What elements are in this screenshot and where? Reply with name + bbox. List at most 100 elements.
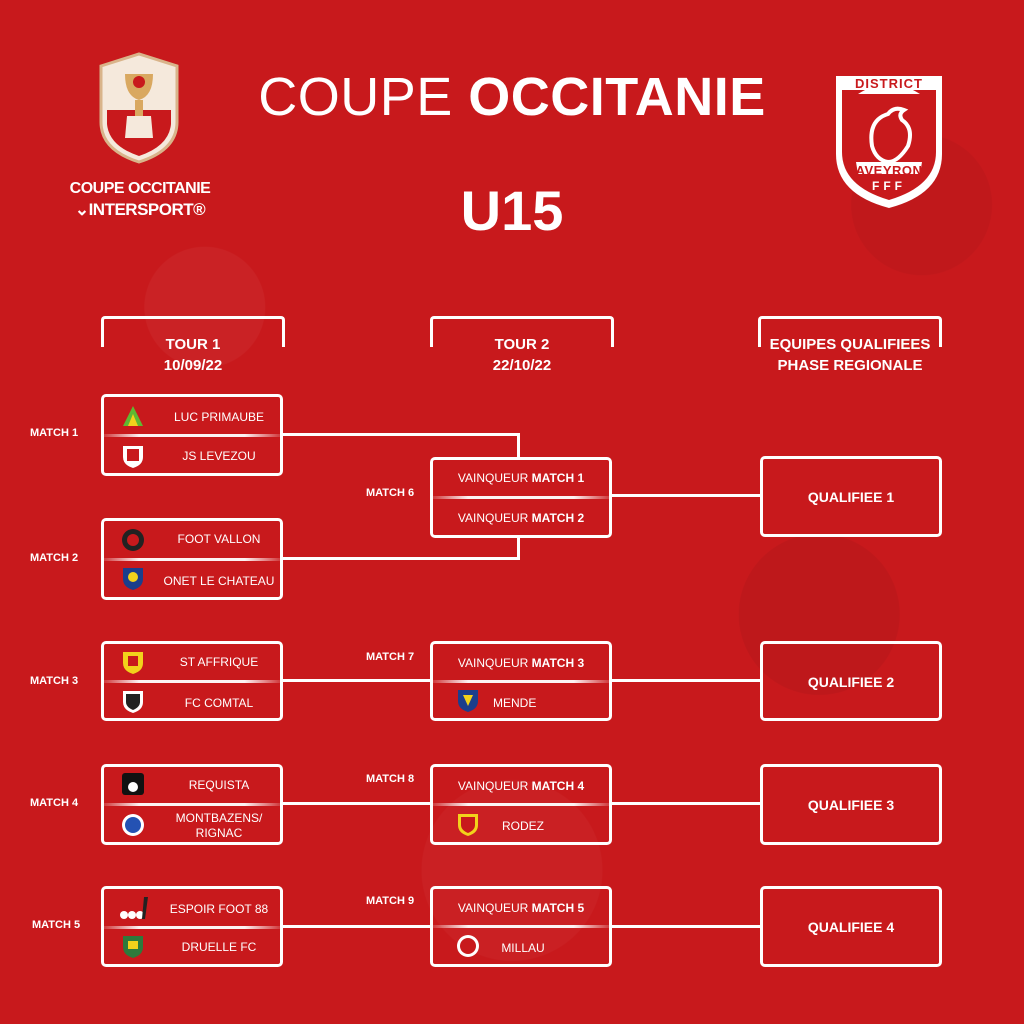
right-logo-top: DISTRICT: [855, 76, 923, 91]
winner-line: VAINQUEUR MATCH 5: [433, 901, 609, 915]
connector-line: [517, 433, 520, 459]
team-name: FC COMTAL: [184, 696, 254, 710]
coupe-occitanie-logo: COUPE OCCITANIE ⌄INTERSPORT®: [60, 52, 220, 222]
match-3-label: MATCH 3: [30, 675, 79, 687]
winner-match: MATCH 4: [531, 779, 585, 793]
match-5-label: MATCH 5: [32, 919, 81, 931]
foot-vallon-crest-icon: [122, 529, 144, 551]
tour2-title: TOUR 2: [494, 336, 550, 353]
page-title: COUPE OCCITANIE: [0, 66, 1024, 128]
qualified-sub: PHASE REGIONALE: [777, 357, 923, 374]
tour2-header: TOUR 2 22/10/22: [430, 334, 614, 376]
match-4-label: MATCH 4: [30, 797, 79, 809]
winner-prefix: VAINQUEUR: [457, 779, 532, 793]
tour2-header-bracket: [430, 316, 614, 347]
match-2-box: FOOT VALLON ONET LE CHATEAU: [101, 518, 283, 600]
winner-line: VAINQUEUR MATCH 3: [433, 656, 609, 670]
connector-line: [612, 925, 762, 928]
team-name: DRUELLE FC: [181, 940, 257, 954]
qualified-title: EQUIPES QUALIFIEES: [769, 336, 931, 353]
tour2-date: 22/10/22: [492, 357, 552, 374]
match-9-box: VAINQUEUR MATCH 5 MILLAU: [430, 886, 612, 967]
match-4-box: REQUISTA MONTBAZENS/ RIGNAC: [101, 764, 283, 845]
match-7-label: MATCH 7: [366, 651, 415, 663]
left-logo-brand: INTERSPORT: [88, 200, 194, 219]
page-subtitle: U15: [460, 179, 564, 242]
match-2-label: MATCH 2: [30, 552, 79, 564]
team-name: ESPOIR FOOT 88: [169, 902, 269, 916]
connector-line: [282, 433, 520, 436]
match-8-box: VAINQUEUR MATCH 4 RODEZ: [430, 764, 612, 845]
team-name: MONTBAZENS/ RIGNAC: [175, 811, 263, 840]
connector-line: [282, 679, 432, 682]
team-name: ST AFFRIQUE: [179, 655, 259, 669]
team-name: ONET LE CHATEAU: [163, 574, 275, 588]
match-6-label: MATCH 6: [366, 487, 415, 499]
right-logo-mid: AVEYRON: [855, 163, 923, 178]
match-separator: [104, 680, 280, 683]
winner-prefix: VAINQUEUR: [457, 901, 532, 915]
match-separator: [104, 558, 280, 561]
winner-prefix: VAINQUEUR: [457, 471, 532, 485]
qualified-label: QUALIFIEE 4: [807, 919, 895, 935]
onet-le-chateau-crest-icon: [123, 568, 143, 590]
qualified-2-box: QUALIFIEE 2: [760, 641, 942, 721]
qualified-header: EQUIPES QUALIFIEES PHASE REGIONALE: [756, 334, 944, 376]
match-7-box: VAINQUEUR MATCH 3 MENDE: [430, 641, 612, 721]
luc-primaube-crest-icon: [123, 406, 143, 426]
match-9-label: MATCH 9: [366, 895, 415, 907]
trophy-icon: [99, 52, 179, 164]
tour1-header-bracket: [101, 316, 285, 347]
requista-crest-icon: [122, 773, 144, 795]
winner-match: MATCH 3: [531, 656, 585, 670]
espoir-foot-88-crest-icon: [120, 897, 148, 919]
match-6-box: VAINQUEUR MATCH 1 VAINQUEUR MATCH 2: [430, 457, 612, 538]
match-separator: [433, 803, 609, 806]
left-logo-line2: ⌄INTERSPORT®: [74, 200, 206, 219]
connector-line: [612, 494, 762, 497]
qualified-3-box: QUALIFIEE 3: [760, 764, 942, 845]
winner-line: VAINQUEUR MATCH 4: [433, 779, 609, 793]
team-name: MENDE: [493, 696, 537, 710]
district-aveyron-logo: DISTRICT AVEYRON FFF: [832, 66, 946, 212]
match-separator: [104, 926, 280, 929]
connector-line: [612, 679, 762, 682]
match-3-box: ST AFFRIQUE FC COMTAL: [101, 641, 283, 721]
winner-prefix: VAINQUEUR: [457, 511, 532, 525]
team-name: JS LEVEZOU: [182, 449, 256, 463]
druelle-fc-crest-icon: [123, 936, 143, 958]
team-name: MILLAU: [501, 941, 545, 955]
winner-line: VAINQUEUR MATCH 2: [433, 511, 609, 525]
millau-crest-icon: [457, 935, 479, 957]
tour1-title: TOUR 1: [165, 336, 221, 353]
match-separator: [104, 803, 280, 806]
connector-line: [517, 536, 520, 560]
rodez-crest-icon: [458, 814, 478, 836]
connector-line: [612, 802, 762, 805]
team-name: LUC PRIMAUBE: [173, 410, 265, 424]
montbazens-rignac-crest-icon: [122, 814, 144, 836]
fc-comtal-crest-icon: [123, 691, 143, 713]
tour1-header: TOUR 1 10/09/22: [101, 334, 285, 376]
match-5-box: ESPOIR FOOT 88 DRUELLE FC: [101, 886, 283, 967]
match-separator: [433, 680, 609, 683]
match-separator: [104, 434, 280, 437]
qualified-1-box: QUALIFIEE 1: [760, 456, 942, 537]
qualified-label: QUALIFIEE 2: [807, 674, 895, 690]
qualified-label: QUALIFIEE 1: [807, 489, 895, 505]
qualified-label: QUALIFIEE 3: [807, 797, 895, 813]
match-1-label: MATCH 1: [30, 427, 79, 439]
match-separator: [433, 496, 609, 499]
title-light: COUPE: [258, 67, 469, 127]
team-name: FOOT VALLON: [177, 532, 261, 546]
st-affrique-crest-icon: [123, 652, 143, 674]
tour1-date: 10/09/22: [163, 357, 223, 374]
js-levezou-crest-icon: [123, 446, 143, 468]
qualified-header-bracket: [758, 316, 942, 347]
winner-line: VAINQUEUR MATCH 1: [433, 471, 609, 485]
winner-match: MATCH 2: [531, 511, 585, 525]
mende-crest-icon: [458, 690, 478, 712]
team-name: RODEZ: [502, 819, 544, 833]
connector-line: [282, 557, 520, 560]
connector-line: [282, 925, 432, 928]
